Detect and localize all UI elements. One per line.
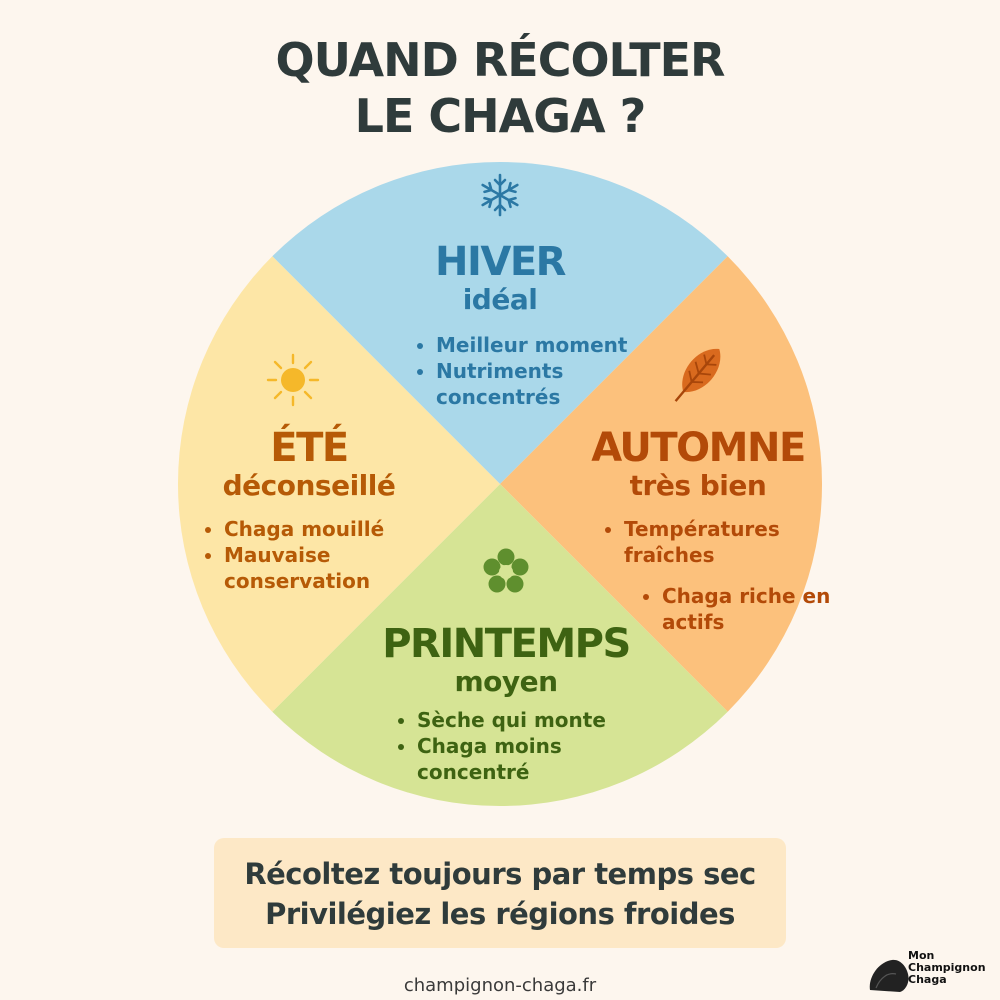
- season-automne-name: AUTOMNE: [591, 425, 806, 471]
- tip-line-2: Privilégiez les régions froides: [265, 897, 735, 931]
- tips-box: Récoltez toujours par temps sec Privilég…: [214, 838, 786, 948]
- tip-line-1: Récoltez toujours par temps sec: [244, 857, 756, 891]
- logo-text: Mon Champignon Chaga: [908, 950, 986, 986]
- chaga-mushroom-icon: [869, 959, 909, 992]
- season-automne-bullets-2: Chaga riche en actifs: [640, 583, 832, 635]
- title-line-1: QUAND RÉCOLTER: [275, 33, 726, 87]
- list-item: Températures fraîches: [624, 516, 824, 568]
- flower-icon: [483, 548, 529, 593]
- season-printemps: PRINTEMPS moyen: [370, 622, 642, 698]
- leaf-icon: [674, 349, 721, 402]
- list-item: Chaga riche en actifs: [662, 583, 832, 635]
- page-title: QUAND RÉCOLTER LE CHAGA ?: [0, 32, 1000, 144]
- wedge-ete: [177, 256, 500, 712]
- sun-icon: [266, 353, 320, 407]
- season-hiver-bullets: Meilleur moment Nutriments concentrés: [414, 332, 666, 410]
- footer-url: champignon-chaga.fr: [403, 975, 597, 996]
- logo-line-2: Champignon: [908, 961, 986, 974]
- season-ete-bullets: Chaga mouillé Mauvaise conservation: [202, 516, 424, 594]
- logo-line-1: Mon: [908, 949, 935, 962]
- season-printemps-bullets: Sèche qui monte Chaga moins concentré: [395, 707, 647, 785]
- list-item: Chaga moins concentré: [417, 733, 647, 785]
- list-item: Meilleur moment: [436, 332, 666, 358]
- list-item: Nutriments concentrés: [436, 358, 666, 410]
- wedge-hiver: [272, 161, 728, 484]
- title-line-2: LE CHAGA ?: [354, 89, 647, 143]
- snowflake-icon: [481, 173, 519, 217]
- list-item: Sèche qui monte: [417, 707, 647, 733]
- wedge-printemps: [272, 484, 728, 807]
- season-automne-rating: très bien: [629, 469, 767, 502]
- list-item: Mauvaise conservation: [224, 542, 424, 594]
- season-printemps-rating: moyen: [454, 665, 558, 698]
- season-hiver: HIVER idéal: [400, 240, 600, 316]
- season-printemps-name: PRINTEMPS: [382, 621, 631, 667]
- season-hiver-rating: idéal: [462, 283, 538, 316]
- season-ete: ÉTÉ déconseillé: [199, 426, 419, 502]
- list-item: Chaga mouillé: [224, 516, 424, 542]
- season-automne-bullets: Températures fraîches: [602, 516, 824, 568]
- wedge-automne: [500, 256, 823, 712]
- season-ete-rating: déconseillé: [222, 469, 396, 502]
- logo-line-3: Chaga: [908, 973, 947, 986]
- season-ete-name: ÉTÉ: [270, 425, 349, 471]
- season-hiver-name: HIVER: [435, 239, 566, 285]
- season-automne: AUTOMNE très bien: [580, 426, 816, 502]
